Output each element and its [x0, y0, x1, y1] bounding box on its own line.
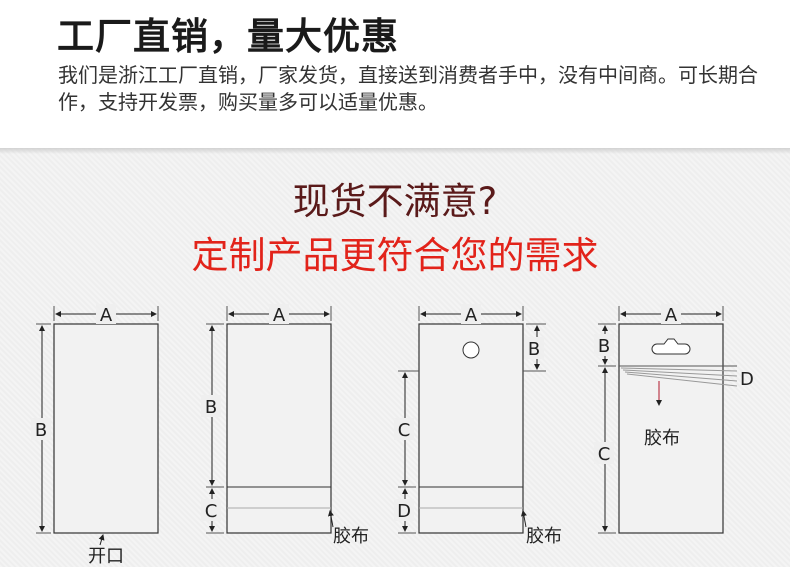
dim-label-a: A: [273, 305, 286, 326]
panel-shadow: [0, 148, 790, 154]
header-section: 工厂直销，量大优惠 我们是浙江工厂直销，厂家发货，直接送到消费者手中，没有中间商…: [0, 0, 790, 148]
pointer-line: [520, 510, 527, 528]
bag-outline: [618, 323, 724, 534]
promo-question: 现货不满意?: [292, 180, 498, 223]
tape-label: 胶布: [644, 428, 680, 449]
diagram-plain-bag: A B 开口: [31, 304, 159, 567]
dim-label-d: D: [740, 369, 754, 390]
diagram-hole-bag: A B C D 胶布: [394, 304, 562, 547]
tape-label: 胶布: [526, 526, 562, 547]
description: 我们是浙江工厂直销，厂家发货，直接送到消费者手中，没有中间商。可长期合作，支持开…: [58, 63, 758, 114]
promo-slogan: 定制产品更符合您的需求: [191, 234, 599, 277]
dim-label-b: B: [35, 420, 47, 441]
opening-label: 开口: [88, 546, 124, 567]
tape-line: [626, 373, 738, 387]
tape-line: [624, 371, 738, 382]
dim-label-a: A: [665, 305, 678, 326]
dim-label-b: B: [598, 336, 610, 357]
dim-label-d: D: [397, 501, 411, 522]
diagram-slot-bag: A B C D 胶布: [594, 304, 754, 534]
dim-label-b: B: [528, 339, 540, 360]
bag-outline: [226, 323, 332, 534]
dim-label-b: B: [205, 397, 217, 418]
hang-slot: [651, 338, 691, 355]
hang-hole: [462, 341, 480, 359]
dim-label-a: A: [465, 305, 478, 326]
dim-label-c: C: [398, 420, 411, 441]
tape-line: [622, 369, 738, 377]
dim-label-a: A: [100, 305, 113, 326]
tape-line: [620, 367, 738, 372]
dim-label-c: C: [205, 501, 218, 522]
pointer-line: [98, 534, 105, 546]
pointer-line: [327, 510, 334, 528]
headline: 工厂直销，量大优惠: [57, 15, 399, 58]
tape-label: 胶布: [333, 526, 369, 547]
bag-outline: [53, 323, 159, 534]
dim-label-c: C: [598, 444, 611, 465]
diagram-tape-bag: A B C 胶布: [201, 304, 369, 547]
